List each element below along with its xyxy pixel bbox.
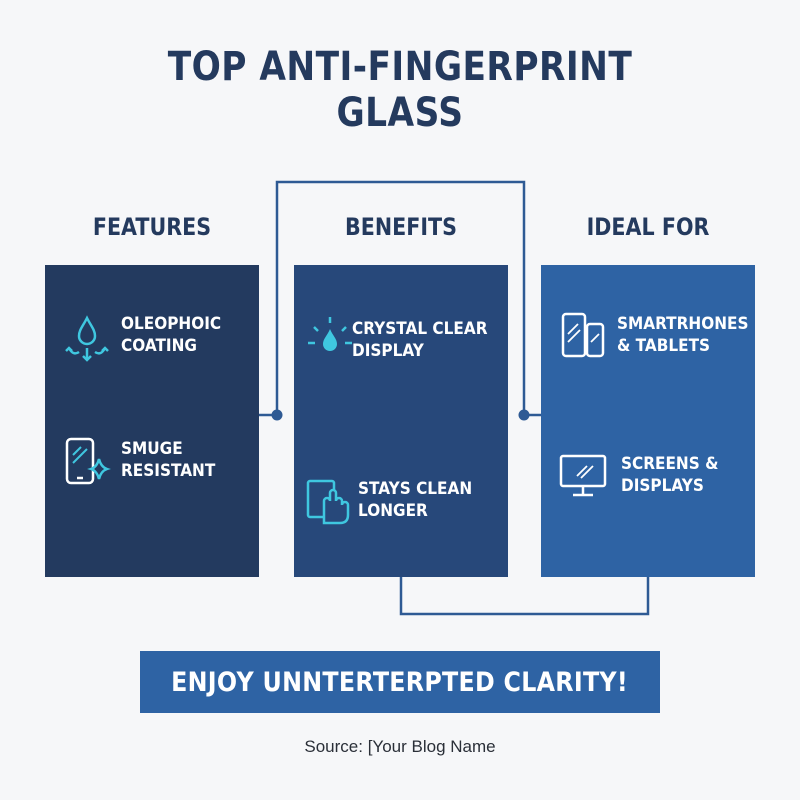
hand-swipe-icon — [306, 479, 350, 525]
page-title: TOP ANTI-FINGERPRINT GLASS — [167, 44, 633, 136]
item-label: CRYSTAL CLEAR DISPLAY — [352, 319, 488, 361]
connector-node-left — [271, 409, 283, 421]
column-heading-features: FEATURES — [92, 213, 212, 241]
column-heading-ideal-for: IDEAL FOR — [586, 213, 710, 241]
column-heading-benefits: BENEFITS — [345, 213, 457, 241]
features-panel: OLEOPHOIC COATING SMUGE RESISTANT — [45, 265, 259, 577]
sparkling-drop-icon — [308, 317, 352, 351]
phone-tablet-icon — [561, 312, 605, 358]
monitor-icon — [559, 454, 607, 497]
item-label: STAYS CLEAN LONGER — [358, 479, 473, 521]
item-label: SMARTRHONES & TABLETS — [617, 314, 749, 356]
item-label: SCREENS & DISPLAYS — [621, 454, 719, 496]
benefits-panel: CRYSTAL CLEAR DISPLAY STAYS CLEAN LONGER — [294, 265, 508, 577]
ideal-for-panel: SMARTRHONES & TABLETS SCREENS & DISPLAYS — [541, 265, 755, 577]
ideal-item-smartphones-tablets: SMARTRHONES & TABLETS — [541, 300, 755, 370]
feature-item-oleophobic: OLEOPHOIC COATING — [45, 300, 259, 370]
phone-sparkle-icon — [65, 437, 111, 485]
item-label: OLEOPHOIC COATING — [121, 314, 222, 356]
cta-banner: ENJOY UNNTERTERPTED CLARITY! — [140, 651, 660, 713]
water-drop-icon — [65, 315, 109, 362]
feature-item-smudge-resistant: SMUGE RESISTANT — [45, 425, 259, 495]
benefit-item-stays-clean: STAYS CLEAN LONGER — [294, 465, 508, 535]
ideal-item-screens-displays: SCREENS & DISPLAYS — [541, 440, 755, 510]
item-label: SMUGE RESISTANT — [121, 439, 216, 481]
source-credit: Source: [Your Blog Name — [304, 737, 496, 756]
bottom-connector-line — [399, 577, 650, 616]
cta-text: ENJOY UNNTERTERPTED CLARITY! — [171, 666, 629, 698]
benefit-item-crystal-clear: CRYSTAL CLEAR DISPLAY — [294, 305, 508, 375]
connector-node-right — [518, 409, 530, 421]
